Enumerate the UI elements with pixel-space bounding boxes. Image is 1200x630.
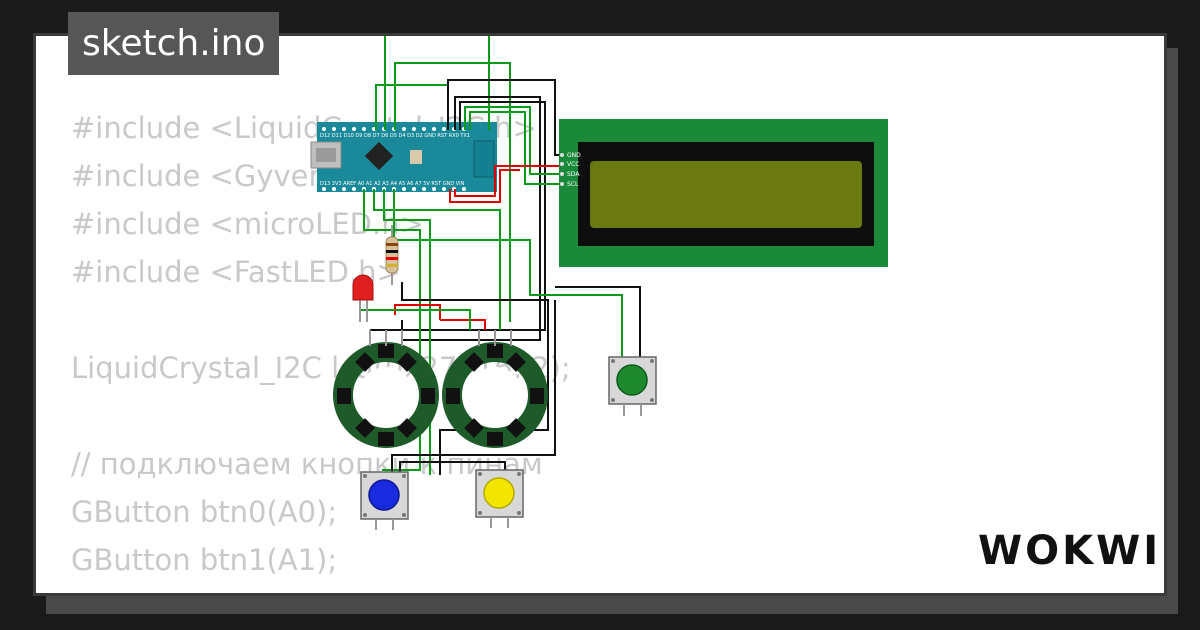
yellow-push-button[interactable]	[475, 469, 524, 528]
led-ring-left[interactable]	[333, 330, 439, 448]
lcd-pin-vcc: VCC	[567, 161, 579, 168]
code-line: GButton btn2(A2);	[71, 584, 571, 593]
wokwi-logo: WOKWI	[978, 528, 1162, 574]
wires	[359, 36, 641, 482]
code-line: #include <microLED.h>	[71, 207, 424, 241]
board-bottom-pin-labels: D13 3V3 AREF A0 A1 A2 A3 A4 A5 A6 A7 5V …	[320, 181, 465, 187]
blue-push-button[interactable]	[360, 471, 409, 530]
code-line: GButton btn0(A0);	[71, 495, 338, 529]
lcd-pin-sda: SDA	[567, 171, 580, 178]
green-push-button[interactable]	[608, 356, 657, 416]
board-top-pin-labels: D12 D11 D10 D9 D8 D7 D6 D5 D4 D3 D2 GND …	[320, 133, 470, 139]
code-line: GButton btn1(A1);	[71, 543, 338, 577]
lcd-pin-gnd: GND	[567, 152, 581, 159]
lcd-display[interactable]: GND VCC SDA SCL	[559, 119, 888, 267]
code-line: #include <FastLED.h>	[71, 255, 401, 289]
red-led[interactable]	[352, 274, 374, 322]
resistor[interactable]	[385, 225, 399, 285]
file-tab[interactable]: sketch.ino	[68, 12, 280, 75]
led-ring-right[interactable]	[442, 330, 548, 448]
lcd-pin-scl: SCL	[567, 181, 579, 188]
arduino-nano-board[interactable]: D12 D11 D10 D9 D8 D7 D6 D5 D4 D3 D2 GND …	[310, 122, 497, 192]
